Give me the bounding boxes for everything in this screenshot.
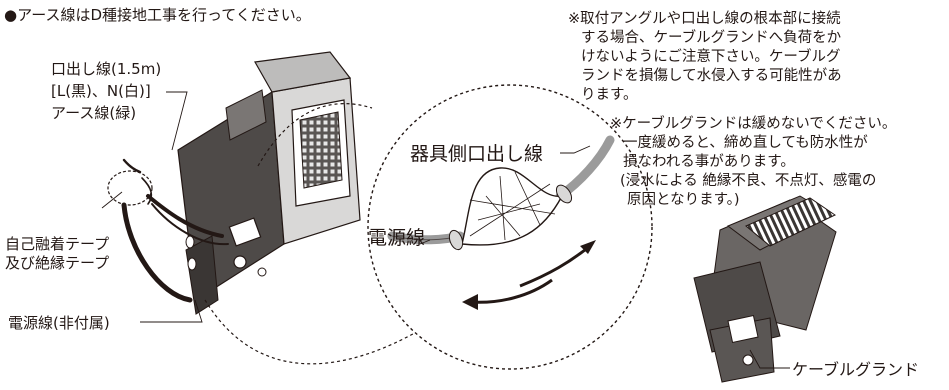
tape-label-line2: 及び絶縁テープ [5,254,110,272]
tape-label-line1: 自己融着テープ [5,235,110,253]
lead-wire-label: 口出し線(1.5m) [51,60,162,78]
zoom-connector [204,299,421,365]
fixture-cable-gland-view [693,195,837,383]
power-line-label: 電源線 [368,227,426,249]
zoom-detail-circle [367,84,653,370]
lead-wires [121,158,229,303]
leader-lines-left [101,91,203,323]
earth-wire-label: アース線(緑) [51,104,137,122]
splice-circle [107,170,153,206]
earth-instruction: ●アース線はD種接地工事を行ってください。 [4,6,311,24]
floodlight-fixture [177,51,361,315]
device-lead-label: 器具側口出し線 [410,143,544,165]
power-cable-label: 電源線(非付属) [8,314,110,332]
lead-colors-label: [L(黒)、N(白)] [51,82,151,100]
cable-gland-label: ケーブルグランド [792,360,920,379]
